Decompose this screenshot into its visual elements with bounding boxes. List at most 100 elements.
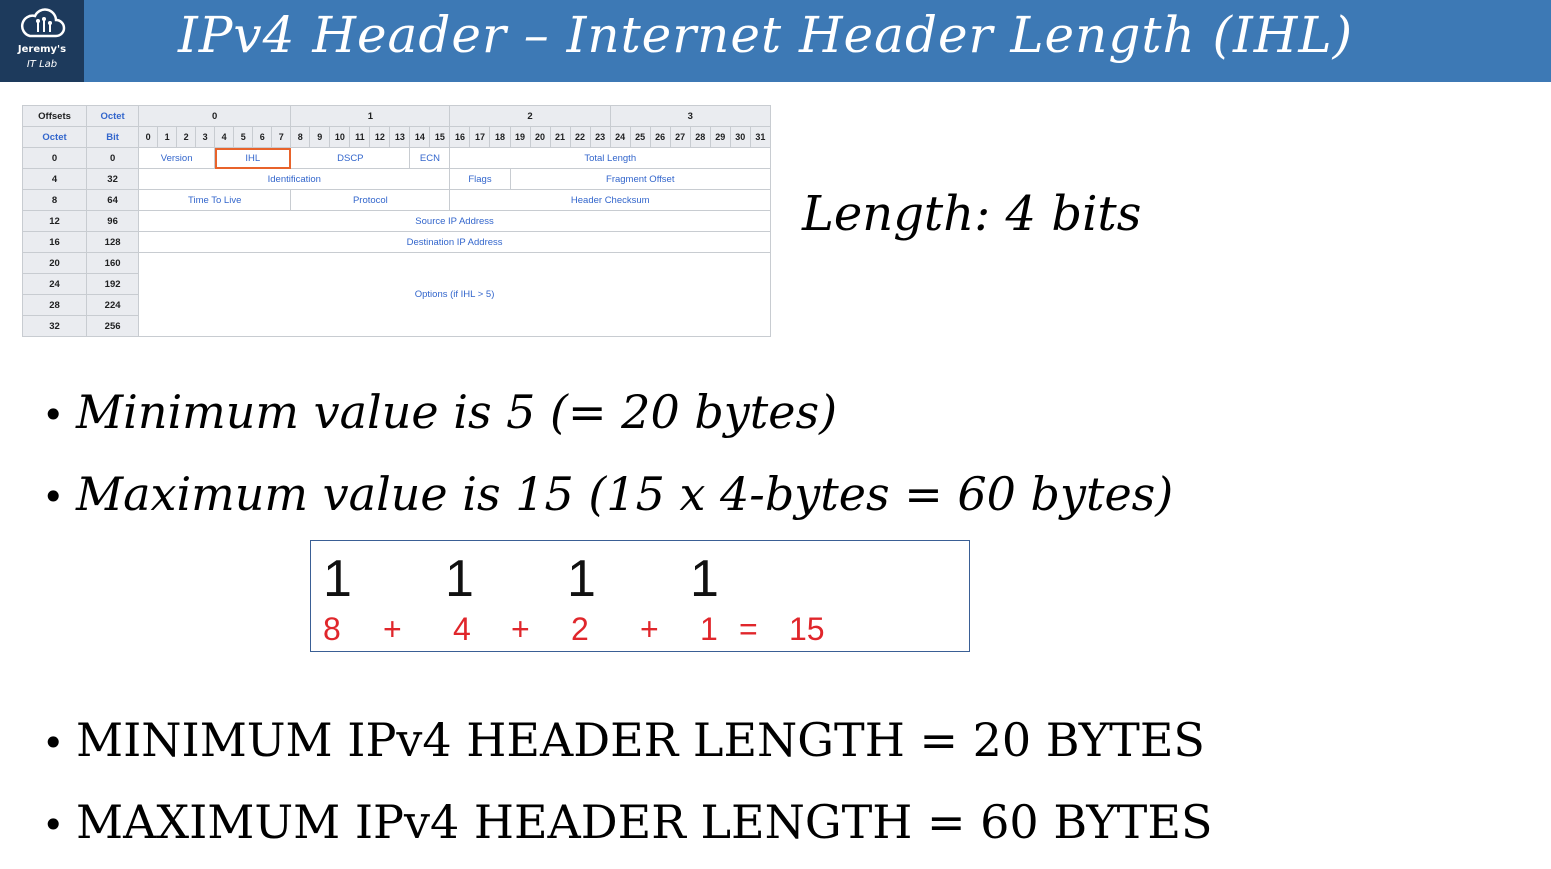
row-octet-offset: 8 (21, 189, 88, 211)
bit-number: 9 (309, 126, 331, 148)
bit-number: 23 (589, 126, 611, 148)
row-octet-offset: 20 (21, 252, 88, 274)
bullet-maximum-header-length: •MAXIMUM IPv4 HEADER LENGTH = 60 BYTES (42, 795, 1212, 849)
row-octet-offset: 24 (21, 273, 88, 295)
row-octet-offset: 4 (21, 168, 88, 190)
table-row: 20 160 Options (if IHL > 5) (21, 252, 771, 337)
table-row: 8 64 Time To Live Protocol Header Checks… (21, 189, 771, 211)
table-row: 4 32 Identification Flags Fragment Offse… (21, 168, 771, 190)
bit-number: 14 (409, 126, 431, 148)
octet-header-row: Offsets Octet 0 1 2 3 (21, 105, 772, 127)
field-ttl: Time To Live (138, 189, 292, 211)
logo-text-lab: IT Lab (26, 59, 58, 70)
bit-row-label: Bit (86, 126, 140, 148)
row-octet-offset: 12 (21, 210, 88, 232)
octet-number: 3 (609, 105, 772, 127)
row-octet-offset: 28 (21, 294, 88, 316)
field-fragment-offset: Fragment Offset (509, 168, 771, 190)
field-protocol: Protocol (290, 189, 451, 211)
row-bit-offset: 64 (86, 189, 140, 211)
bit-number: 25 (629, 126, 651, 148)
bullet-text: Minimum value is 5 (= 20 bytes) (76, 385, 838, 439)
table-row: 28 224 (21, 294, 771, 316)
bit-number: 2 (176, 126, 197, 148)
ipv4-header-table: Offsets Octet 0 1 2 3 Octet Bit 0 1 2 3 … (21, 105, 772, 337)
bit-number: 31 (749, 126, 772, 148)
bullet-dot: • (42, 721, 65, 765)
bit-weight: 4 (453, 611, 471, 647)
plus-sign: + (383, 611, 402, 647)
bit-number: 16 (449, 126, 471, 148)
bit-number: 20 (529, 126, 551, 148)
bit-number: 24 (609, 126, 631, 148)
bullet-maximum-value: •Maximum value is 15 (15 x 4-bytes = 60 … (42, 467, 1173, 521)
field-dscp: DSCP (290, 147, 411, 169)
octet-row-label: Octet (21, 126, 88, 148)
octet-number: 1 (290, 105, 451, 127)
table-row: 0 0 Version IHL DSCP ECN Total Length (21, 147, 771, 169)
bit-number: 8 (290, 126, 311, 148)
bit-number: 3 (195, 126, 216, 148)
title-bar: Jeremy's IT Lab IPv4 Header – Internet H… (0, 0, 1551, 82)
bit-number: 15 (429, 126, 451, 148)
bit-number: 0 (138, 126, 159, 148)
equals-sign: = (739, 611, 758, 647)
bit-number: 21 (549, 126, 571, 148)
bit-number: 22 (569, 126, 591, 148)
plus-sign: + (511, 611, 530, 647)
bullet-text: MINIMUM IPv4 HEADER LENGTH = 20 BYTES (76, 713, 1205, 767)
bullet-dot: • (42, 475, 65, 519)
bit-number: 5 (233, 126, 254, 148)
binary-bit: 1 (567, 550, 596, 608)
bit-number: 29 (709, 126, 731, 148)
plus-sign: + (640, 611, 659, 647)
bit-number: 26 (649, 126, 671, 148)
bit-number: 18 (489, 126, 511, 148)
binary-bit: 1 (690, 550, 719, 608)
row-bit-offset: 256 (86, 315, 140, 337)
bit-weight: 1 (700, 611, 718, 647)
row-octet-offset: 0 (21, 147, 88, 169)
table-row: 12 96 Source IP Address (21, 210, 771, 232)
row-bit-offset: 192 (86, 273, 140, 295)
bit-number: 4 (214, 126, 235, 148)
octet-number: 0 (138, 105, 292, 127)
binary-bit: 1 (323, 550, 352, 608)
field-ecn: ECN (409, 147, 451, 169)
cloud-circuit-icon (21, 8, 66, 38)
bit-number: 6 (252, 126, 273, 148)
binary-bit: 1 (445, 550, 474, 608)
bit-weight: 2 (571, 611, 589, 647)
field-flags: Flags (449, 168, 511, 190)
row-bit-offset: 128 (86, 231, 140, 253)
binary-calculation-box: 1 1 1 1 8 + 4 + 2 + 1 = 15 (310, 540, 970, 652)
field-version: Version (138, 147, 216, 169)
row-bit-offset: 32 (86, 168, 140, 190)
bit-number: 1 (157, 126, 178, 148)
binary-result: 15 (789, 611, 825, 647)
bullet-text: Maximum value is 15 (15 x 4-bytes = 60 b… (76, 467, 1174, 521)
row-bit-offset: 96 (86, 210, 140, 232)
octet-number: 2 (449, 105, 611, 127)
bit-number: 30 (729, 126, 751, 148)
row-octet-offset: 16 (21, 231, 88, 253)
bit-number: 10 (329, 126, 351, 148)
field-destination-ip: Destination IP Address (138, 231, 771, 253)
logo-text-name: Jeremy's (17, 44, 67, 55)
bit-number: 19 (509, 126, 531, 148)
bit-number: 17 (469, 126, 491, 148)
octet-corner: Octet (86, 105, 140, 127)
bullet-minimum-header-length: •MINIMUM IPv4 HEADER LENGTH = 20 BYTES (42, 713, 1205, 767)
row-bit-offset: 0 (86, 147, 140, 169)
bit-header-row: Octet Bit 0 1 2 3 4 5 6 7 8 9 10 11 12 1… (21, 126, 772, 148)
bit-number: 7 (271, 126, 292, 148)
field-source-ip: Source IP Address (138, 210, 771, 232)
row-bit-offset: 224 (86, 294, 140, 316)
field-ihl: IHL (214, 147, 292, 169)
bit-number: 13 (389, 126, 411, 148)
bullet-minimum-value: •Minimum value is 5 (= 20 bytes) (42, 385, 837, 439)
bit-number: 28 (689, 126, 711, 148)
bit-number: 11 (349, 126, 371, 148)
logo: Jeremy's IT Lab (0, 0, 84, 82)
table-row: 32 256 (21, 315, 771, 337)
